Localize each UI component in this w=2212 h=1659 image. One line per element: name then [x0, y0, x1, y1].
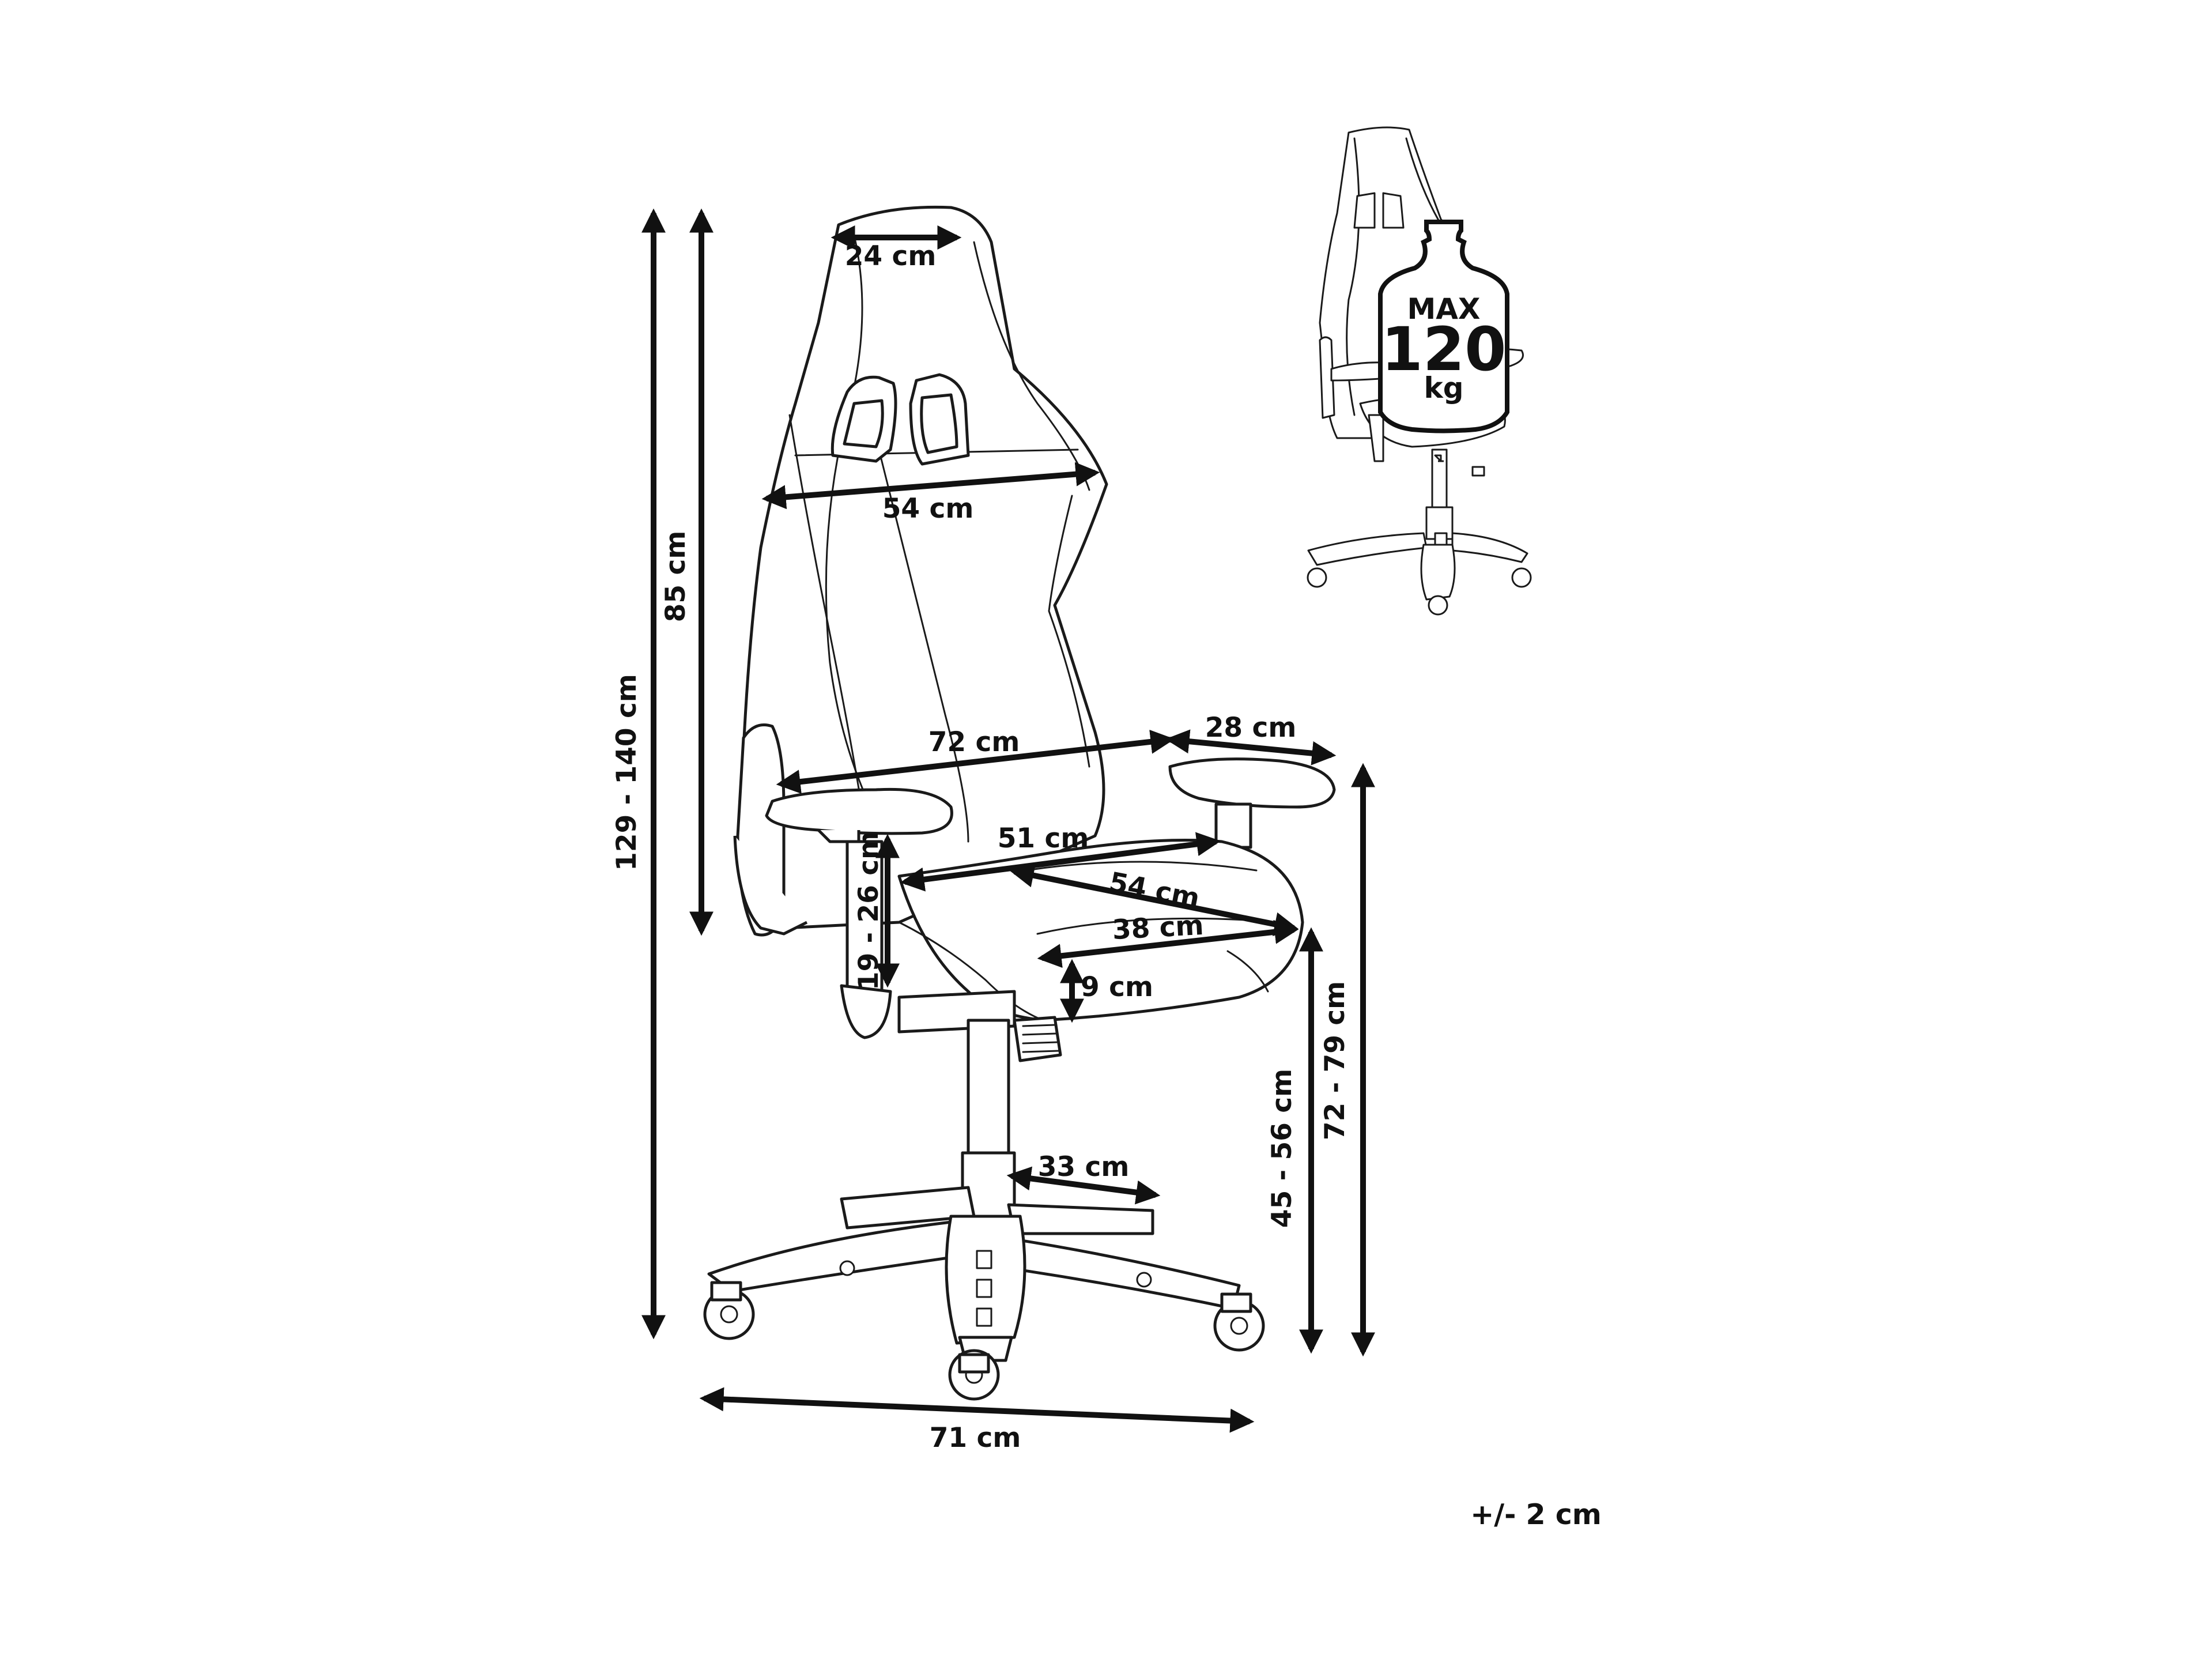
armrest-right-pad [1168, 757, 1336, 809]
label-armrest-height-above-seat: 19 - 26 cm [853, 831, 885, 990]
label-total-height: 129 - 140 cm [611, 674, 643, 871]
label-backrest-height: 85 cm [660, 531, 692, 623]
armrest-left-pad [765, 787, 953, 835]
height-lever-knob [1013, 1016, 1062, 1062]
star-base [707, 1186, 1241, 1362]
load-max-label: MAX [1407, 292, 1480, 326]
load-unit: kg [1424, 371, 1463, 405]
max-load-weight: MAX 120 kg [1378, 220, 1509, 433]
label-armrest-height: 72 - 79 cm [1319, 981, 1351, 1140]
label-seat-front-width: 38 cm [1112, 910, 1205, 946]
tolerance-note: +/- 2 cm [1470, 1498, 1602, 1531]
load-value: 120 [1381, 314, 1506, 384]
dimension-labels: 24 cm 54 cm 72 cm 28 cm 51 cm 54 cm 38 c… [611, 240, 1351, 1454]
label-headrest-width: 24 cm [845, 240, 937, 272]
caster-wheels [703, 1260, 1265, 1401]
chair-drawing [703, 205, 1336, 1401]
label-armrest-length: 28 cm [1205, 712, 1297, 744]
label-base-width: 71 cm [930, 1422, 1021, 1454]
label-backrest-width: 54 cm [882, 493, 974, 525]
label-seat-thickness: 9 cm [1081, 971, 1153, 1003]
label-seat-height: 45 - 56 cm [1266, 1069, 1298, 1228]
label-seat-width: 51 cm [998, 823, 1089, 854]
weight-icon [1378, 220, 1509, 433]
gas-lift [967, 1019, 1010, 1155]
label-armrest-span: 72 cm [928, 726, 1020, 758]
label-base-leg-length: 33 cm [1038, 1151, 1130, 1183]
dimension-lines [641, 208, 1375, 1433]
